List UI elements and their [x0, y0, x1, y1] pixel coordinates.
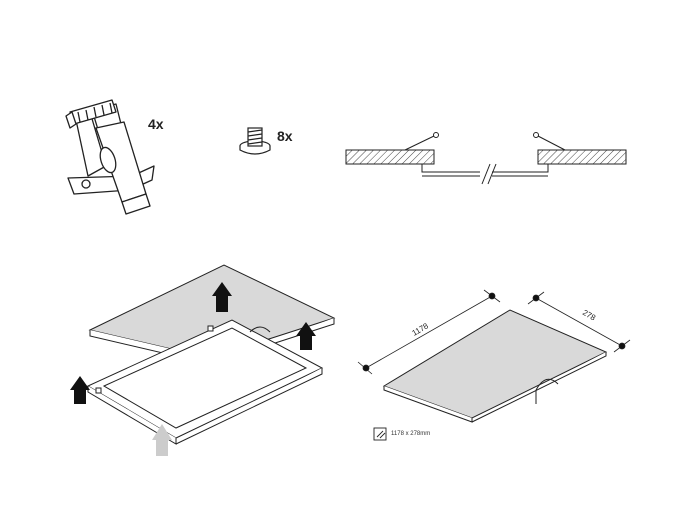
lift-arrow-icon — [70, 282, 316, 456]
panel-installation-icon — [86, 264, 336, 445]
screw-quantity: 8x — [277, 128, 293, 144]
dimensioned-panel — [382, 309, 608, 423]
ceiling-cross-section-icon — [345, 132, 627, 185]
cutout-size-caption: 1178 x 278mm — [391, 431, 431, 437]
width-dimension: 278 — [581, 308, 598, 323]
cutout-size-icon — [373, 427, 387, 441]
spring-clip-quantity: 4x — [148, 116, 164, 132]
screw-icon — [239, 127, 271, 155]
length-dimension: 1178 — [411, 321, 431, 338]
dimension-lines — [357, 289, 631, 375]
spring-clip-icon — [65, 99, 155, 215]
